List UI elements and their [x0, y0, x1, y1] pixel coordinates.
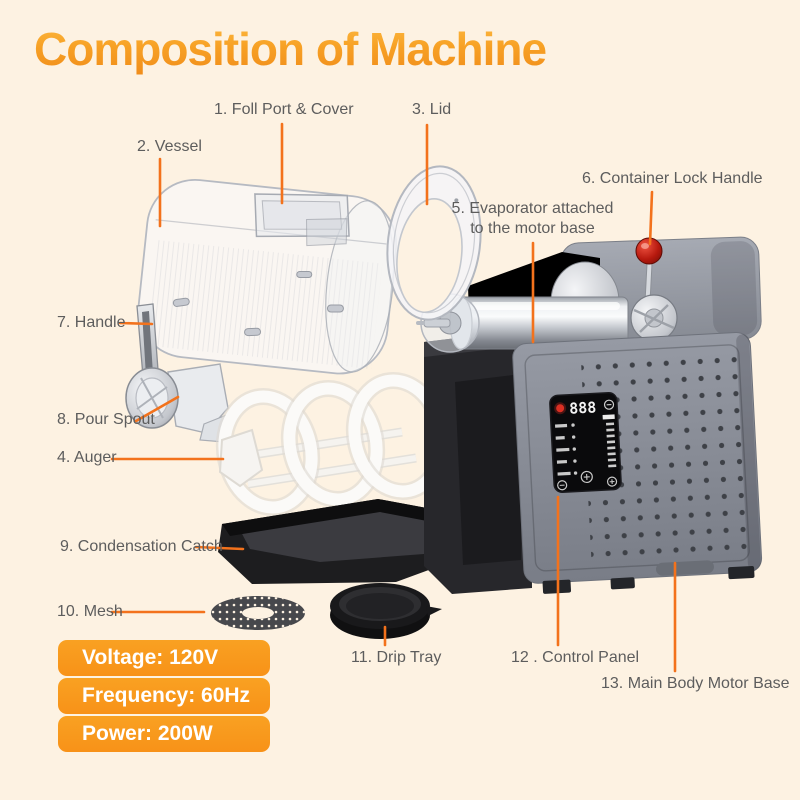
vessel-clip-graphic: [172, 270, 344, 337]
fill-port-graphic: [254, 193, 350, 247]
part-label-pour-spout: 8. Pour Spout: [57, 411, 155, 428]
part-label-mesh: 10. Mesh: [57, 603, 123, 620]
auger-graphic: [215, 371, 451, 517]
evaporator-graphic: [416, 261, 629, 353]
panel-level-bar: [602, 414, 617, 468]
part-label-lid: 3. Lid: [412, 101, 452, 118]
leader-line-6: [648, 190, 654, 246]
spec-badge-frequency: Frequency: 60Hz: [58, 678, 270, 714]
vessel-graphic: [137, 178, 398, 375]
part-label-fill-port: 1. Foll Port & Cover: [214, 101, 354, 118]
leader-line-8: [134, 395, 180, 423]
drip-tray-graphic: [330, 583, 442, 639]
leader-lines: [110, 122, 677, 673]
mesh-graphic: [210, 595, 305, 631]
lid-graphic: [386, 165, 482, 321]
part-label-condensation-catch: 9. Condensation Catch: [60, 538, 223, 555]
panel-display: 888: [569, 398, 597, 417]
control-panel-graphic: 888: [549, 391, 622, 494]
part-label-container-lock: 6. Container Lock Handle: [582, 170, 763, 187]
part-label-vessel: 2. Vessel: [137, 138, 202, 155]
panel-mode-rows: [554, 423, 578, 476]
condensation-catch-graphic: [218, 499, 470, 584]
power-indicator-icon: [556, 404, 565, 413]
part-label-handle: 7. Handle: [57, 314, 126, 331]
spec-badge-voltage: Voltage: 120V: [58, 640, 270, 676]
page-title: Composition of Machine: [34, 22, 734, 76]
panel-plus-button-icon: [606, 476, 618, 487]
leader-line-7: [118, 321, 154, 326]
spec-badge-power: Power: 200W: [58, 716, 270, 752]
part-label-control-panel: 12 . Control Panel: [511, 649, 640, 666]
part-label-evaporator: 5. Evaporator attached to the motor base: [450, 199, 615, 239]
container-lock-graphic: [630, 237, 678, 342]
panel-minus-button-icon: [557, 480, 568, 491]
pour-spout-graphic: [125, 363, 235, 443]
minus-icon: [603, 399, 615, 410]
part-label-auger: 4. Auger: [57, 449, 117, 466]
leader-line-9: [194, 545, 245, 551]
part-label-evaporator-line1: 5. Evaporator attached: [451, 200, 614, 217]
part-label-drip-tray: 11. Drip Tray: [351, 649, 442, 666]
panel-button-icon: [580, 470, 593, 484]
part-label-evaporator-line2: to the motor base: [470, 220, 595, 237]
part-label-main-body: 13. Main Body Motor Base: [601, 675, 790, 692]
main-body-graphic: [512, 332, 763, 594]
